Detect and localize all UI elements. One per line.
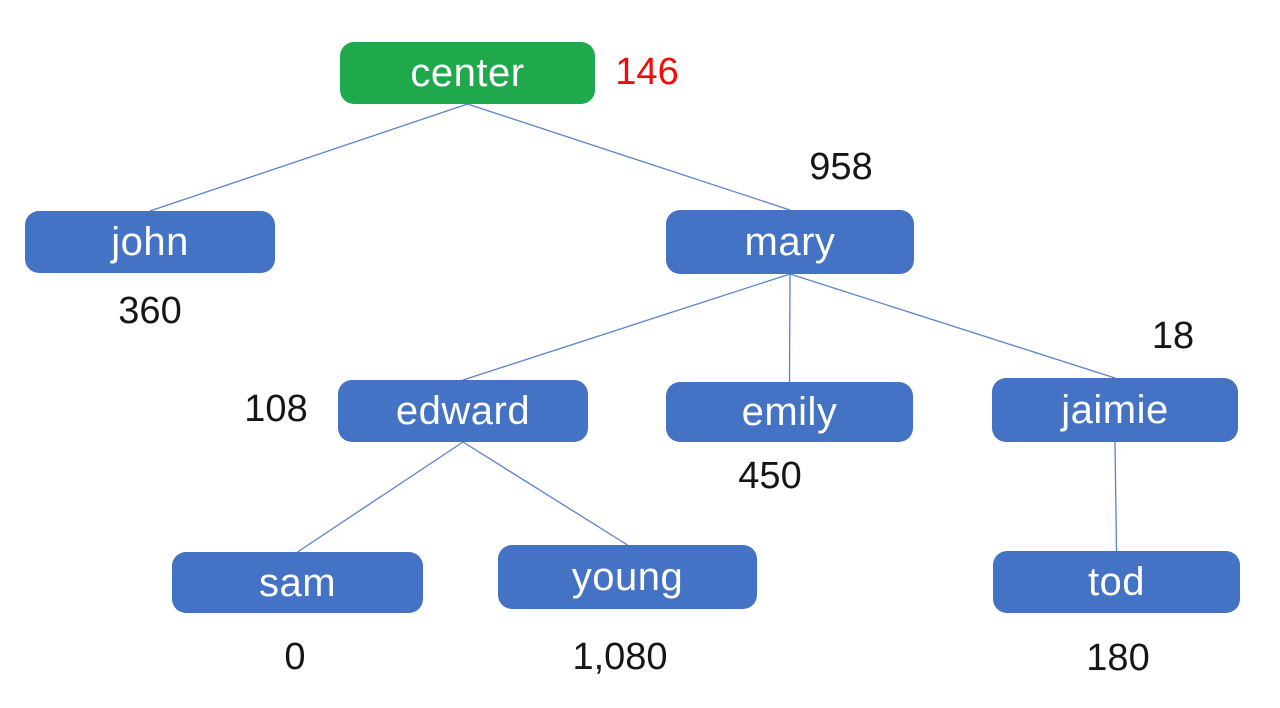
node-mary: mary	[666, 210, 914, 274]
edge-mary-emily	[788, 273, 791, 383]
node-young: young	[498, 545, 757, 609]
value-edward: 108	[244, 388, 308, 430]
value-tod: 180	[1086, 637, 1150, 679]
value-sam: 0	[284, 636, 306, 678]
value-center: 146	[615, 51, 679, 93]
node-emily: emily	[666, 382, 913, 442]
edge-mary-edward	[462, 273, 791, 381]
node-john: john	[25, 211, 275, 273]
edge-jaimie-tod	[1114, 441, 1118, 552]
value-emily: 450	[738, 455, 802, 497]
node-sam: sam	[172, 552, 423, 613]
edge-edward-sam	[297, 441, 464, 553]
value-young: 1,080	[572, 636, 668, 678]
edge-center-mary	[467, 103, 791, 211]
node-tod: tod	[993, 551, 1240, 613]
node-edward: edward	[338, 380, 588, 442]
edge-edward-young	[462, 441, 628, 546]
edge-mary-jaimie	[789, 273, 1116, 379]
node-center: center	[340, 42, 595, 104]
edge-center-john	[149, 103, 468, 212]
node-jaimie: jaimie	[992, 378, 1238, 442]
value-mary: 958	[809, 146, 873, 188]
value-jaimie: 18	[1151, 315, 1195, 357]
value-john: 360	[118, 290, 182, 332]
